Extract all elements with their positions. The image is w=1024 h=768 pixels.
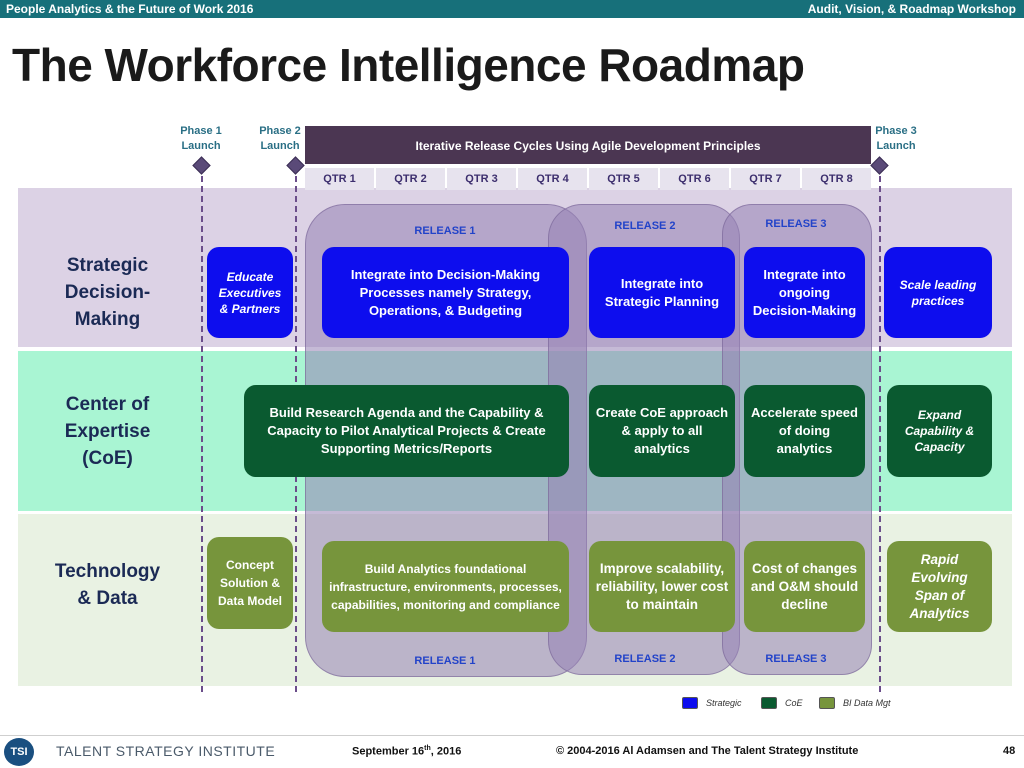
quarter-cell: QTR 6 xyxy=(660,168,729,190)
phase-1-line xyxy=(201,166,203,692)
iterative-release-banner: Iterative Release Cycles Using Agile Dev… xyxy=(305,126,871,164)
release-1-top-label: RELEASE 1 xyxy=(414,225,476,237)
brand-name: TALENT STRATEGY INSTITUTE xyxy=(56,743,276,759)
phase-2-marker-icon xyxy=(286,156,305,175)
integrate-decision-making-box: Integrate into Decision-Making Processes… xyxy=(322,247,569,338)
release-2-top-label: RELEASE 2 xyxy=(614,220,676,232)
concept-solution-box: Concept Solution & Data Model xyxy=(207,537,293,629)
workshop-title: Audit, Vision, & Roadmap Workshop xyxy=(807,2,1016,16)
footer-divider xyxy=(0,735,1024,736)
legend-swatch xyxy=(682,697,698,709)
quarter-cell: QTR 1 xyxy=(305,168,374,190)
cost-of-changes-box: Cost of changes and O&M should decline xyxy=(744,541,865,632)
accelerate-speed-box: Accelerate speed of doing analytics xyxy=(744,385,865,477)
integrate-strategic-planning-box: Integrate into Strategic Planning xyxy=(589,247,735,338)
expand-capability-box: Expand Capability & Capacity xyxy=(887,385,992,477)
quarter-cell: QTR 7 xyxy=(731,168,800,190)
quarter-cell: QTR 3 xyxy=(447,168,516,190)
page-number: 48 xyxy=(1003,745,1016,757)
improve-scalability-box: Improve scalability, reliability, lower … xyxy=(589,541,735,632)
quarter-cell: QTR 4 xyxy=(518,168,587,190)
phase-1-marker-icon xyxy=(192,156,211,175)
quarter-cell: QTR 5 xyxy=(589,168,658,190)
legend-strategic: Strategic xyxy=(682,697,742,709)
release-1-bottom-label: RELEASE 1 xyxy=(414,655,476,667)
header-bar: People Analytics & the Future of Work 20… xyxy=(0,0,1024,18)
integrate-ongoing-box: Integrate into ongoing Decision-Making xyxy=(744,247,865,338)
legend-swatch xyxy=(761,697,777,709)
row-label-technology: Technology& Data xyxy=(54,561,161,609)
conference-title: People Analytics & the Future of Work 20… xyxy=(6,2,254,16)
release-3-top-label: RELEASE 3 xyxy=(765,218,827,230)
release-3-bottom-label: RELEASE 3 xyxy=(765,653,827,665)
slide-title: The Workforce Intelligence Roadmap xyxy=(12,39,805,91)
build-foundation-box: Build Analytics foundational infrastruct… xyxy=(322,541,569,632)
phase-3-line xyxy=(879,166,881,692)
footer-date: September 16th, 2016 xyxy=(352,745,462,758)
educate-executives-box: Educate Executives & Partners xyxy=(207,247,293,338)
research-agenda-box: Build Research Agenda and the Capability… xyxy=(244,385,569,477)
legend-swatch xyxy=(819,697,835,709)
quarter-row: QTR 1 QTR 2 QTR 3 QTR 4 QTR 5 QTR 6 QTR … xyxy=(305,168,871,190)
legend-coe: CoE xyxy=(761,697,803,709)
rapid-evolving-box: Rapid Evolving Span of Analytics xyxy=(887,541,992,632)
footer-copyright: © 2004-2016 Al Adamsen and The Talent St… xyxy=(556,745,859,757)
legend-bi: BI Data Mgt xyxy=(819,697,891,709)
phase-3-marker-icon xyxy=(870,156,889,175)
scale-practices-box: Scale leading practices xyxy=(884,247,992,338)
quarter-cell: QTR 8 xyxy=(802,168,871,190)
create-coe-box: Create CoE approach & apply to all analy… xyxy=(589,385,735,477)
tsi-logo: TSI xyxy=(4,738,34,766)
release-2-bottom-label: RELEASE 2 xyxy=(614,653,676,665)
quarter-cell: QTR 2 xyxy=(376,168,445,190)
